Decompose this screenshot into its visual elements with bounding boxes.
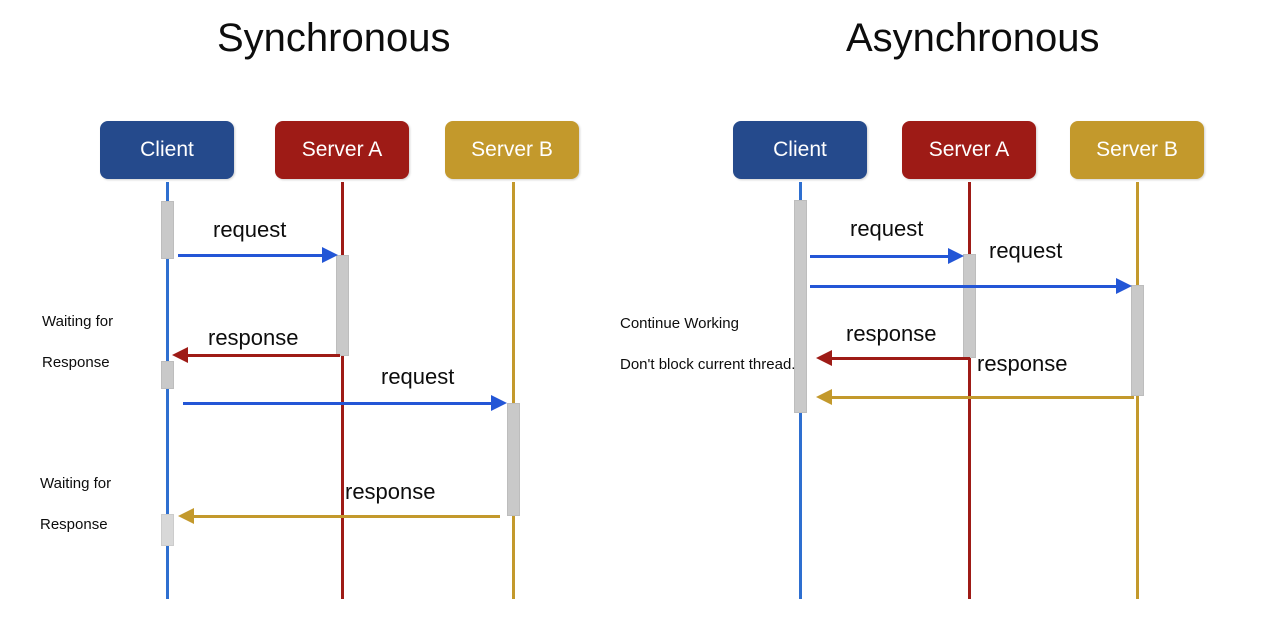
actor-label-server-b-async: Server B <box>1096 138 1178 161</box>
message-line-response-1-sync <box>188 354 340 357</box>
actor-box-client-async[interactable]: Client <box>733 121 867 179</box>
activation-server-b-sync-1 <box>507 403 520 516</box>
note-waiting-for-response-1: Waiting for Response <box>42 292 113 393</box>
lifeline-server-a-async <box>968 182 971 599</box>
activation-client-sync-3 <box>161 514 174 546</box>
note-waiting-line-1: Waiting for <box>42 313 114 331</box>
actor-label-server-a-async: Server A <box>928 138 1010 161</box>
message-line-response-2-sync <box>194 515 500 518</box>
activation-client-sync-1 <box>161 201 174 259</box>
lifeline-client-sync <box>166 182 169 599</box>
actor-box-server-a-sync[interactable]: Server A <box>275 121 409 179</box>
message-line-response-2-async <box>832 396 1134 399</box>
arrowhead-response-2-async <box>816 389 832 405</box>
activation-client-async <box>794 200 807 413</box>
arrowhead-response-1-sync <box>172 347 188 363</box>
actor-box-server-a-async[interactable]: Server A <box>902 121 1036 179</box>
actor-box-server-b-async[interactable]: Server B <box>1070 121 1204 179</box>
activation-server-a-async <box>963 254 976 358</box>
actor-label-server-a-sync: Server A <box>301 138 383 161</box>
message-line-request-1-async <box>810 255 950 258</box>
activation-server-b-async <box>1131 285 1144 396</box>
arrowhead-response-2-sync <box>178 508 194 524</box>
lifeline-server-a-sync <box>341 182 344 599</box>
panel-title-synchronous: Synchronous <box>217 16 451 60</box>
message-label-request-1-sync: request <box>213 217 287 242</box>
note-continue-line-2: Don't block current thread. <box>620 355 796 373</box>
message-label-request-1-async: request <box>850 216 924 241</box>
message-line-response-1-async <box>832 357 970 360</box>
note-continue-line-1: Continue Working <box>620 315 739 333</box>
arrowhead-response-1-async <box>816 350 832 366</box>
message-label-response-2-async: response <box>977 351 1068 376</box>
activation-client-sync-2 <box>161 361 174 389</box>
note-waiting-line-2: Response <box>42 353 110 371</box>
message-label-response-1-sync: response <box>208 325 299 350</box>
actor-box-client-sync[interactable]: Client <box>100 121 234 179</box>
actor-label-client-async: Client <box>773 138 827 161</box>
arrowhead-request-1-sync <box>322 247 338 263</box>
message-label-response-1-async: response <box>846 321 937 346</box>
note-waiting-line-3: Waiting for <box>40 475 112 493</box>
note-waiting-for-response-2: Waiting for Response <box>40 454 111 555</box>
note-continue-working: Continue Working Don't block current thr… <box>620 294 795 395</box>
arrowhead-request-2-async <box>1116 278 1132 294</box>
message-label-request-2-async: request <box>989 238 1063 263</box>
arrowhead-request-1-async <box>948 248 964 264</box>
actor-label-client-sync: Client <box>140 138 194 161</box>
message-line-request-2-sync <box>183 402 493 405</box>
panel-title-asynchronous: Asynchronous <box>846 16 1100 60</box>
actor-label-server-b-sync: Server B <box>471 138 553 161</box>
message-label-request-2-sync: request <box>381 364 455 389</box>
arrowhead-request-2-sync <box>491 395 507 411</box>
message-line-request-1-sync <box>178 254 324 257</box>
note-waiting-line-4: Response <box>40 515 108 533</box>
activation-server-a-sync-1 <box>336 255 349 356</box>
lifeline-server-b-sync <box>512 182 515 599</box>
actor-box-server-b-sync[interactable]: Server B <box>445 121 579 179</box>
message-label-response-2-sync: response <box>345 479 436 504</box>
message-line-request-2-async <box>810 285 1118 288</box>
